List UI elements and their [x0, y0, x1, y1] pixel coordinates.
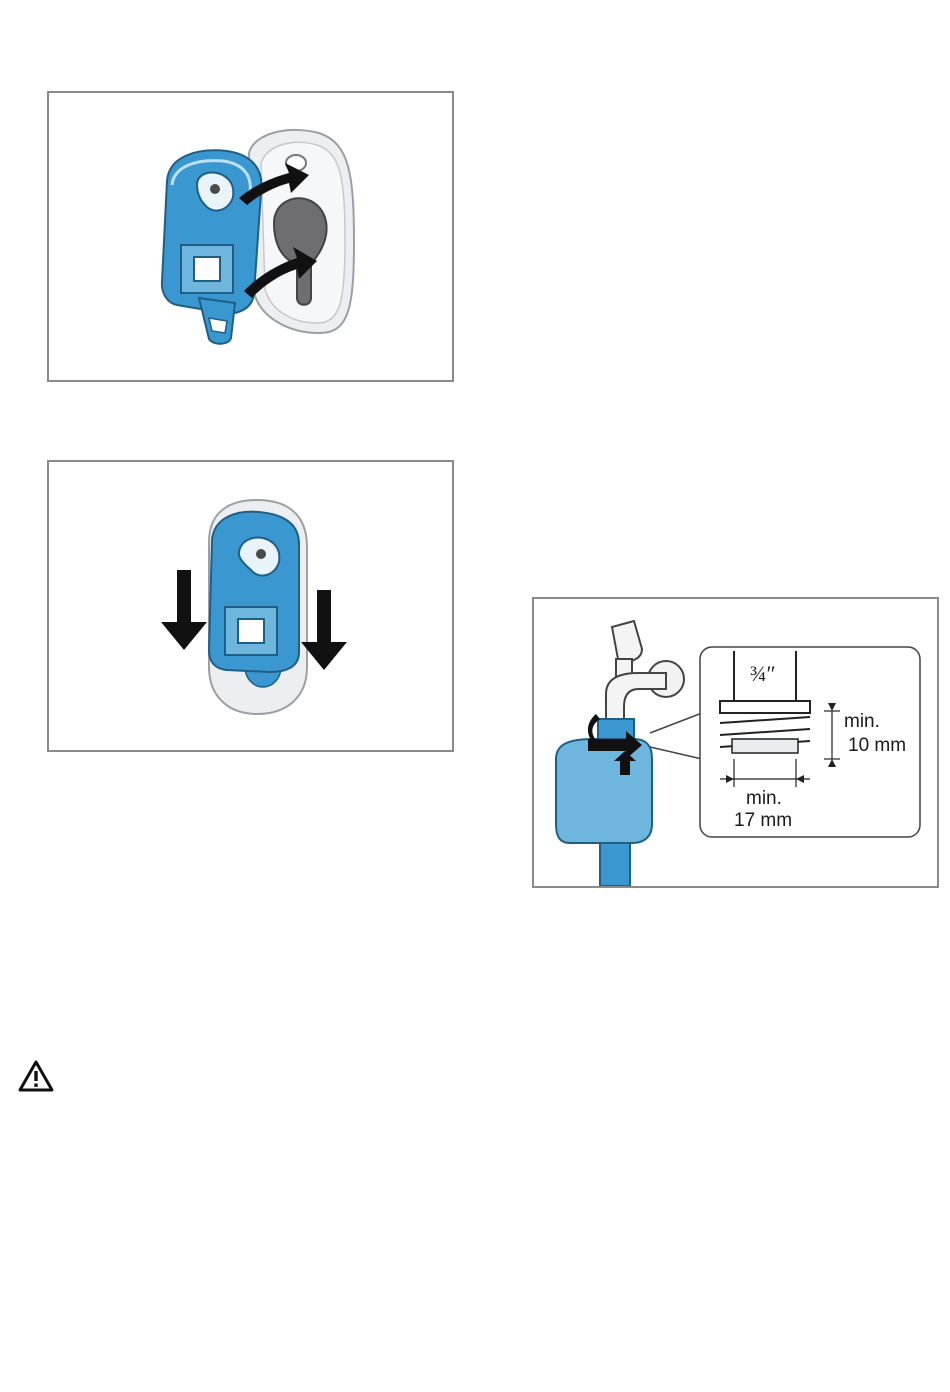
figure-clip-slide [47, 460, 454, 752]
warning-triangle-icon [17, 1059, 55, 1093]
thread-size-label: ¾″ [750, 661, 776, 686]
min-width-label: min. [746, 788, 782, 809]
figure-clip-insert [47, 91, 454, 382]
wall-mount-icon [249, 130, 354, 333]
tap-connection-illustration: ¾″ min. 10 mm min. 17 mm [534, 599, 937, 886]
blue-clip-icon [162, 150, 262, 343]
clip-slide-illustration [49, 462, 452, 750]
tap-icon [606, 621, 684, 724]
min-height-value: 10 mm [848, 735, 906, 756]
clip-insert-illustration [49, 93, 452, 380]
figure-tap-connection: ¾″ min. 10 mm min. 17 mm [532, 597, 939, 888]
min-width-value: 17 mm [734, 810, 792, 831]
min-height-label: min. [844, 711, 880, 732]
blue-clip-icon [209, 512, 299, 672]
